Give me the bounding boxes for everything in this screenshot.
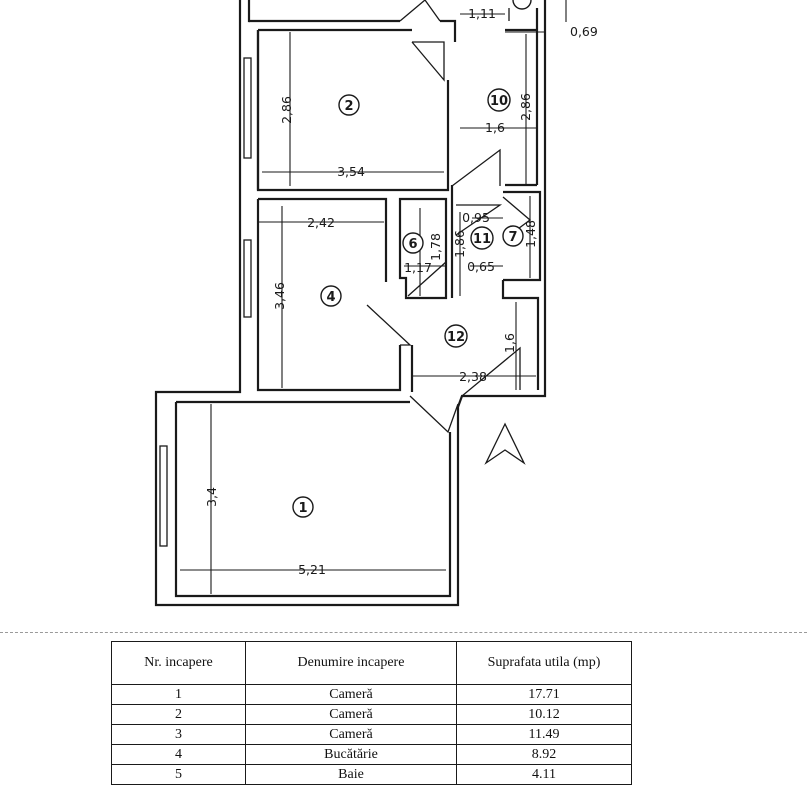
table-row: 5 Baie 4.11	[111, 764, 632, 785]
table-row: 4 Bucătărie 8.92	[111, 744, 632, 765]
room-areas-table: Nr. incapere Denumire incapere Suprafata…	[111, 641, 632, 785]
room-number-7: 7	[508, 230, 517, 245]
room-number-cell: 4	[111, 744, 246, 765]
room-6-width-dim: 1,17	[404, 260, 432, 275]
room-10-width-dim: 1,6	[485, 120, 505, 135]
floor-plan: 3,4 5,21 2,86 3,54 3,46 2,42 1,78 1,17 1…	[154, 0, 598, 607]
room-12-height-dim: 1,6	[502, 333, 517, 353]
header-room-name: Denumire incapere	[245, 641, 457, 685]
north-arrow-icon	[484, 422, 526, 465]
room-number-6: 6	[408, 237, 417, 252]
room-12-width-dim: 2,38	[459, 369, 487, 384]
door-swings	[366, 0, 532, 434]
room-1-width-dim: 5,21	[298, 562, 326, 577]
room-area-cell: 8.92	[456, 744, 632, 765]
room-name-cell: Cameră	[245, 704, 457, 725]
table-row: 1 Cameră 17.71	[111, 684, 632, 705]
header-usable-area: Suprafata utila (mp)	[456, 641, 632, 685]
room-name-cell: Bucătărie	[245, 744, 457, 765]
room-4-height-dim: 3,46	[272, 282, 287, 310]
table-row: 3 Cameră 11.49	[111, 724, 632, 745]
room-11-depth-dim: 0,65	[467, 259, 495, 274]
top-width-dim: 1,11	[468, 6, 496, 21]
room-area-cell: 17.71	[456, 684, 632, 705]
outer-walls	[154, 0, 547, 607]
room-11-height-dim: 1,86	[452, 230, 467, 258]
table-row: 2 Cameră 10.12	[111, 704, 632, 725]
room-10-height-dim: 2,86	[518, 93, 533, 121]
dimension-lines	[180, 0, 567, 594]
room-number-2: 2	[344, 99, 353, 114]
room-7-height-dim: 1,48	[523, 220, 538, 248]
room-area-cell: 11.49	[456, 724, 632, 745]
room-number-10: 10	[490, 94, 508, 109]
room-area-cell: 10.12	[456, 704, 632, 725]
room-number-cell: 5	[111, 764, 246, 785]
room-6-height-dim: 1,78	[428, 233, 443, 261]
room-number-cell: 2	[111, 704, 246, 725]
room-name-cell: Cameră	[245, 684, 457, 705]
dimension-labels: 3,4 5,21 2,86 3,54 3,46 2,42 1,78 1,17 1…	[204, 6, 598, 577]
room-number-11: 11	[473, 232, 491, 247]
room-area-cell: 4.11	[456, 764, 632, 785]
windows	[159, 57, 252, 547]
room-number-cell: 1	[111, 684, 246, 705]
room-name-cell: Baie	[245, 764, 457, 785]
room-2-height-dim: 2,86	[279, 96, 294, 124]
table-header-row: Nr. incapere Denumire incapere Suprafata…	[111, 641, 632, 685]
room-number-cell: 3	[111, 724, 246, 745]
top-depth-dim: 0,69	[570, 24, 598, 39]
room-number-4: 4	[326, 290, 335, 305]
room-4-width-dim: 2,42	[307, 215, 335, 230]
room-number-12: 12	[447, 330, 465, 345]
interior-walls	[174, 8, 542, 598]
room-11-width-dim: 0,95	[462, 210, 490, 225]
room-2-width-dim: 3,54	[337, 164, 365, 179]
room-number-1: 1	[298, 501, 307, 516]
header-room-number: Nr. incapere	[111, 641, 246, 685]
room-1-height-dim: 3,4	[204, 487, 219, 507]
room-name-cell: Cameră	[245, 724, 457, 745]
separator-line	[0, 632, 807, 633]
room-markers: 1 2 4 6 7 10 11 12	[292, 0, 532, 518]
